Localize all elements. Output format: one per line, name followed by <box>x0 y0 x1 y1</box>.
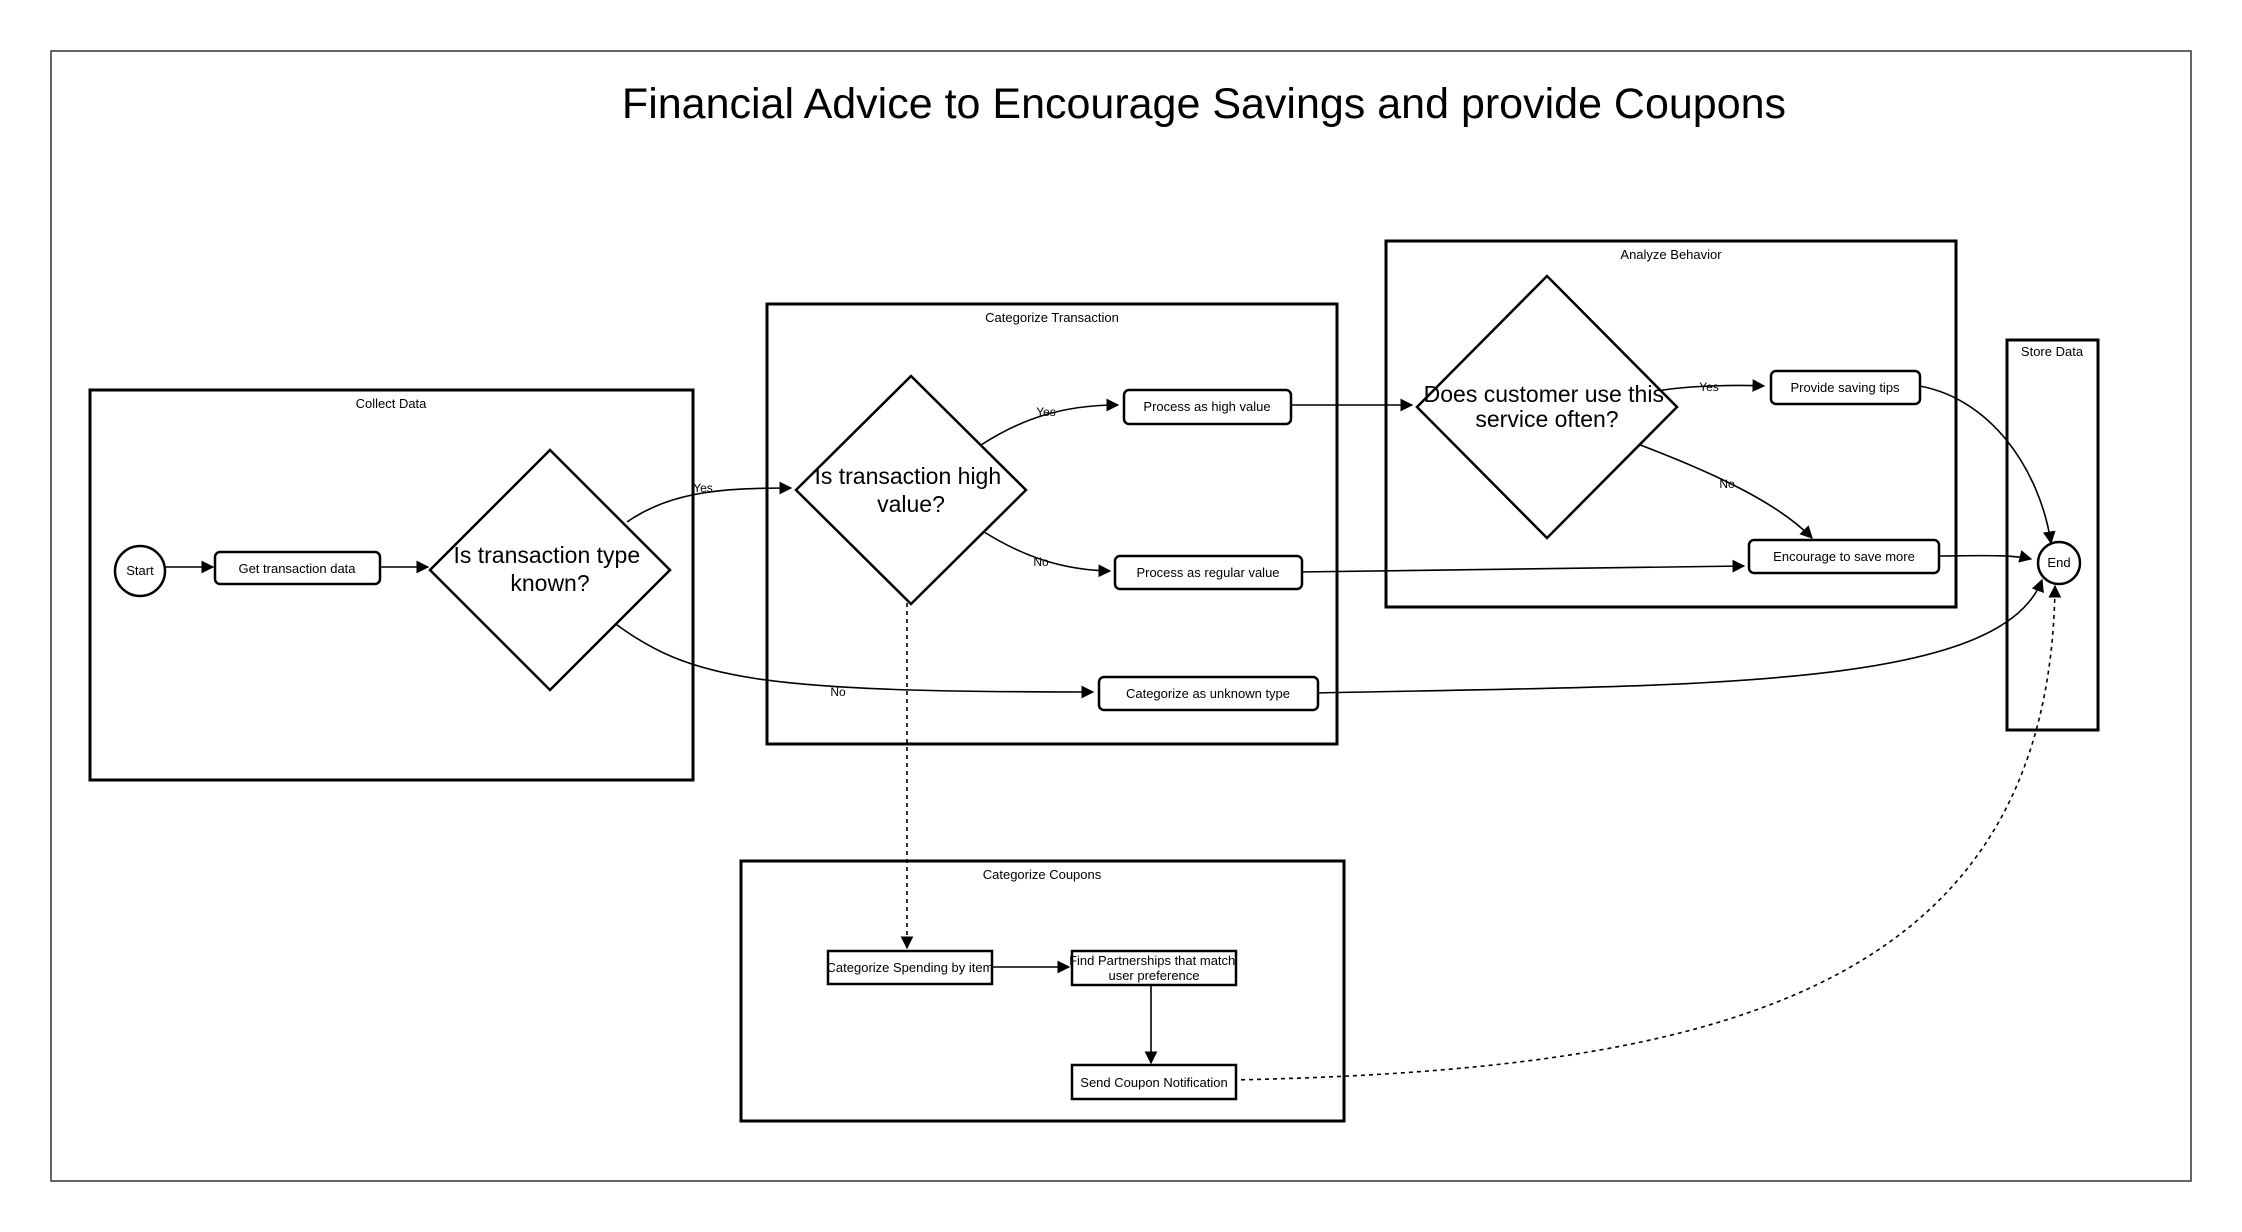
edge-high-value-no <box>980 529 1112 578</box>
send-coupon-label: Send Coupon Notification <box>1080 1075 1227 1090</box>
categorize-unknown-label: Categorize as unknown type <box>1126 686 1290 701</box>
group-store-data <box>2005 338 2100 732</box>
categorize-spending-label: Categorize Spending by item <box>827 960 994 975</box>
edge-label-type-known-yes: Yes <box>693 481 713 495</box>
diagram-title: Financial Advice to Encourage Savings an… <box>622 80 1786 128</box>
edge-send-coupon-to-end <box>1232 584 2062 1081</box>
edge-uses-often-yes <box>1657 379 1766 392</box>
edge-unknown-to-end <box>1312 578 2044 694</box>
type-known-label: Is transaction type known? <box>453 542 646 596</box>
edge-label-uses-often-no: No <box>1719 477 1735 491</box>
process-high-value-node[interactable] <box>1122 388 1293 426</box>
group-categorize-transaction <box>765 302 1339 746</box>
edge-uses-often-no <box>1634 442 1813 539</box>
type-known-label-line1: Is transaction type <box>453 542 640 568</box>
edge-type-known-yes <box>626 481 793 523</box>
edge-label-uses-often-yes: Yes <box>1699 380 1719 394</box>
high-value-label: Is transaction high value? <box>814 463 1007 517</box>
encourage-save-label: Encourage to save more <box>1773 549 1915 564</box>
group-label-collect-data: Collect Data <box>356 396 428 411</box>
edge-saving-tips-to-end <box>1912 384 2056 545</box>
group-label-categorize-transaction: Categorize Transaction <box>985 310 1119 325</box>
provide-saving-tips-node[interactable] <box>1769 369 1922 406</box>
high-value-label-line1: Is transaction high <box>814 463 1001 489</box>
type-known-label-line2: known? <box>510 570 589 596</box>
diagram-frame <box>50 50 2192 1182</box>
find-partnerships-label: Find Partnerships that match user prefer… <box>1069 953 1239 983</box>
edge-process-regular-to-encourage <box>1296 559 1746 573</box>
categorize-unknown-node[interactable] <box>1097 675 1320 712</box>
find-partnerships-label-line1: Find Partnerships that match <box>1069 953 1235 968</box>
edge-encourage-to-end <box>1931 550 2033 563</box>
group-label-store-data: Store Data <box>2021 344 2084 359</box>
edge-high-value-yes <box>980 398 1120 446</box>
uses-often-label-line1: Does customer use this <box>1424 381 1664 407</box>
uses-often-decision[interactable] <box>1415 274 1679 540</box>
group-analyze-behavior <box>1384 239 1958 609</box>
group-categorize-coupons <box>739 859 1346 1123</box>
high-value-label-line2: value? <box>877 491 945 517</box>
end-node[interactable] <box>2036 540 2082 586</box>
categorize-spending-node[interactable] <box>826 949 994 986</box>
group-label-categorize-coupons: Categorize Coupons <box>983 867 1102 882</box>
group-label-analyze-behavior: Analyze Behavior <box>1620 247 1722 262</box>
edge-label-type-known-no: No <box>830 685 846 699</box>
encourage-save-node[interactable] <box>1747 538 1941 575</box>
end-node-label: End <box>2047 555 2070 570</box>
provide-saving-tips-label: Provide saving tips <box>1790 380 1900 395</box>
process-high-value-label: Process as high value <box>1143 399 1270 414</box>
edge-label-high-value-no: No <box>1033 555 1049 569</box>
get-transaction-data-node[interactable] <box>213 550 382 586</box>
uses-often-label: Does customer use this service often? <box>1424 381 1671 432</box>
start-node-label: Start <box>126 563 154 578</box>
process-regular-value-label: Process as regular value <box>1136 565 1279 580</box>
send-coupon-node[interactable] <box>1070 1063 1238 1101</box>
group-collect-data <box>88 388 695 782</box>
find-partnerships-node[interactable] <box>1070 949 1238 987</box>
high-value-decision[interactable] <box>794 374 1028 606</box>
start-node[interactable] <box>113 544 167 598</box>
get-transaction-data-label: Get transaction data <box>238 561 356 576</box>
uses-often-label-line2: service often? <box>1475 406 1618 432</box>
edge-label-high-value-yes: Yes <box>1036 405 1056 419</box>
type-known-decision[interactable] <box>428 448 672 692</box>
process-regular-value-node[interactable] <box>1113 554 1304 591</box>
find-partnerships-label-line2: user preference <box>1108 968 1199 983</box>
edge-type-known-no <box>612 621 1095 699</box>
